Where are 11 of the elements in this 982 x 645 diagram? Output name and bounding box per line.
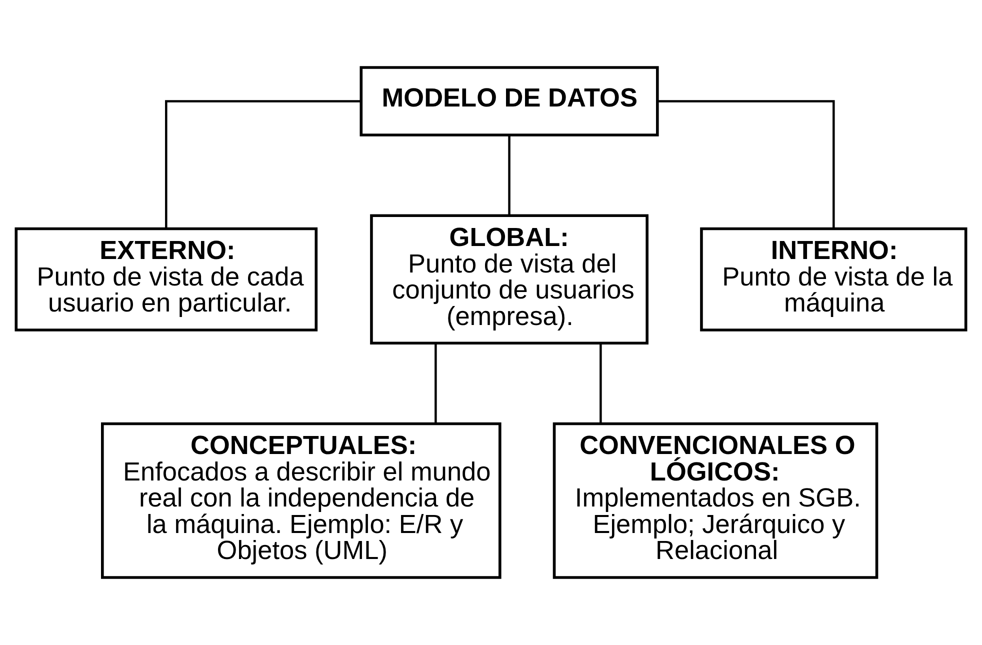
connector [508, 136, 510, 216]
connector [434, 343, 437, 424]
connector [658, 100, 835, 228]
node-box: CONVENCIONALES O LÓGICOS: Implementados en SGB. Ejemplo; Jerárquico y Relacional [552, 422, 878, 579]
node-box: CONCEPTUALES: Enfocados a describir el mundo real con la independencia de la máquina. Ejemplo: E/R y Objetos (UML) [101, 422, 502, 579]
node-box: MODELO DE DATOS [360, 66, 659, 136]
node-box: GLOBAL: Punto de vista del conjunto de usuarios (empresa). [370, 214, 648, 345]
node-box: EXTERNO: Punto de vista de cada usuario en particular. [14, 227, 318, 332]
connector [600, 343, 602, 424]
node-box: INTERNO: Punto de vista de la máquina [700, 227, 968, 332]
connector [165, 100, 361, 228]
